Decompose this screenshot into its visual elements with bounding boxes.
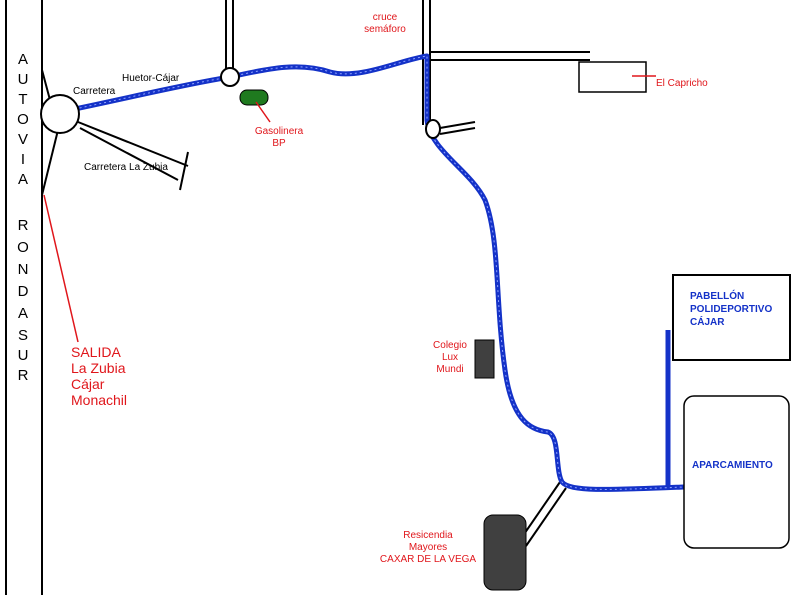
highway-letter: O	[17, 111, 29, 128]
label-hueter-cajar: Huetor-Cájar	[122, 73, 180, 84]
label-cruce-line1: cruce	[372, 12, 398, 23]
roundabout-hueter	[220, 67, 240, 87]
highway-letter: S	[17, 327, 28, 344]
highway-letter: T	[18, 91, 28, 108]
label-carretera-la-zubia: Carretera La Zubia	[84, 162, 168, 173]
label-gasolinera-line2: BP	[272, 138, 286, 149]
highway-letter: V	[17, 131, 28, 148]
roundabout-main	[40, 94, 80, 134]
route-path	[57, 53, 687, 492]
label-pabellon-line1: PABELLÓN	[690, 291, 745, 302]
label-el-capricho: El Capricho	[656, 78, 708, 89]
label-pabellon-line2: POLIDEPORTIVO	[690, 304, 773, 315]
highway-letter: N	[17, 261, 29, 278]
label-pabellon: PABELLÓN POLIDEPORTIVO CÁJAR	[690, 290, 772, 329]
highway-letter: A	[17, 171, 28, 188]
highway-letter: U	[17, 71, 29, 88]
label-pabellon-line3: CÁJAR	[690, 317, 725, 328]
label-residencia: Resicendia Mayores CAXAR DE LA VEGA	[372, 530, 484, 566]
label-salida: SALIDA La Zubia Cájar Monachil	[71, 344, 127, 408]
road-to-highway-bottom	[41, 129, 59, 196]
roundabout-small	[425, 119, 441, 139]
road-branch-east-a	[439, 121, 476, 129]
highway-letter: D	[17, 283, 29, 300]
pabellon-building	[672, 274, 791, 361]
label-salida-line3: Cájar	[71, 376, 105, 392]
road-to-highway-top	[41, 69, 51, 101]
colegio-building	[474, 339, 495, 379]
label-gasolinera-line1: Gasolinera	[254, 126, 304, 137]
route-path-highlight	[59, 55, 685, 490]
aparcamiento-area	[683, 395, 790, 549]
label-salida-line1: SALIDA	[71, 344, 121, 360]
label-cruce-semaforo: cruce semáforo	[352, 12, 418, 36]
label-residencia-line1: Resicendia	[403, 530, 453, 541]
label-gasolinera: Gasolinera BP	[246, 126, 312, 150]
label-colegio: Colegio Lux Mundi	[426, 340, 474, 376]
label-colegio-line1: Colegio	[433, 340, 467, 351]
label-aparcamiento: APARCAMIENTO	[692, 460, 773, 471]
gas-station-pointer	[255, 101, 271, 123]
label-colegio-line2: Lux	[441, 352, 459, 363]
highway-letter: R	[17, 367, 29, 384]
label-cruce-line2: semáforo	[364, 24, 406, 35]
highway-letter: R	[17, 217, 29, 234]
road-residencia-a	[519, 481, 561, 541]
road-residencia-b	[525, 487, 567, 547]
road-branch-east-b	[439, 127, 476, 135]
salida-pointer	[43, 194, 79, 343]
gas-station-icon	[239, 89, 269, 106]
highway-letter: A	[17, 51, 28, 68]
label-salida-line2: La Zubia	[71, 360, 126, 376]
residencia-building	[483, 514, 527, 591]
highway-letter: O	[17, 239, 29, 256]
label-residencia-line3: CAXAR DE LA VEGA	[379, 554, 477, 565]
el-capricho-building	[578, 61, 647, 93]
label-colegio-line3: Mundi	[436, 364, 464, 375]
road-carretera-la-zubia	[77, 121, 189, 191]
label-carretera: Carretera	[73, 86, 116, 97]
label-salida-line4: Monachil	[71, 392, 128, 408]
highway-letter: A	[17, 305, 28, 322]
highway-letter: U	[17, 347, 29, 364]
label-residencia-line2: Mayores	[408, 542, 448, 553]
highway-letter: I	[20, 151, 26, 168]
